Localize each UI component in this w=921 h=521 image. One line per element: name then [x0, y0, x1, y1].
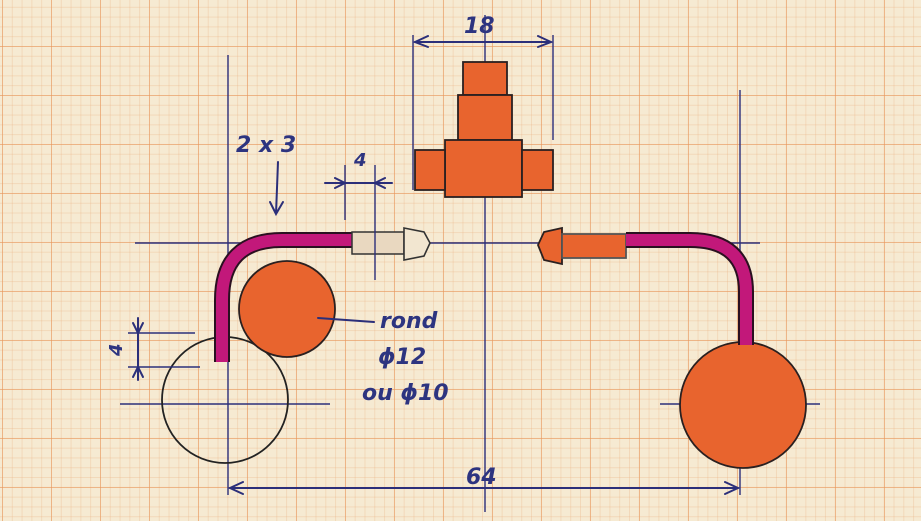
left-nut: [403, 227, 431, 261]
rod-circle: [238, 260, 336, 358]
leader-line: [317, 317, 375, 323]
label-dia-10: ou ϕ10: [362, 381, 449, 406]
label-rond: rond: [380, 309, 438, 334]
right-ball: [679, 341, 807, 469]
label-dia-12: ϕ12: [378, 345, 426, 370]
right-nipple: [561, 233, 627, 259]
t-fitting: [414, 61, 554, 198]
right-nut: [537, 226, 563, 266]
label-18: 18: [464, 14, 495, 39]
label-wire-spec: 2 x 3: [236, 133, 296, 158]
dimension-64: [227, 481, 741, 495]
left-nipple: [351, 231, 405, 255]
wire-arrow: [269, 161, 284, 217]
label-thread-len: 4: [353, 150, 367, 171]
dimension-18: [412, 35, 554, 190]
label-bend-len: 4: [106, 343, 127, 357]
dimension-4-top: [324, 165, 393, 280]
dimension-4-left: [128, 317, 200, 381]
label-64: 64: [466, 465, 497, 490]
